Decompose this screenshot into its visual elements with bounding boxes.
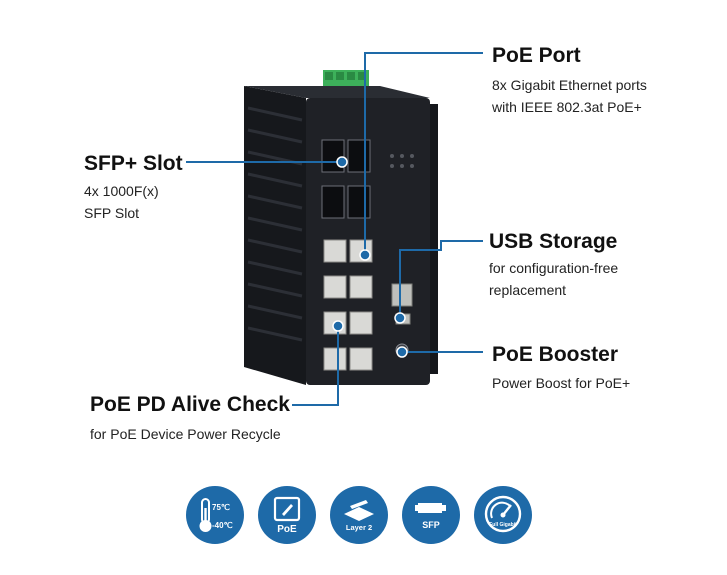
poe-port-desc-line-2: with IEEE 802.3at PoE+ [492, 99, 642, 115]
gauge-icon: Full Gigabit [484, 495, 522, 533]
temp-high-label: 75℃ [212, 503, 230, 512]
temperature-badge: 75℃ -40℃ [186, 486, 244, 544]
gigabit-badge: Full Gigabit [474, 486, 532, 544]
usb-storage-title: USB Storage [489, 230, 618, 253]
layer2-icon: Layer 2 [344, 500, 374, 532]
poe-icon: PoE [273, 496, 301, 535]
sfp-slots [321, 139, 371, 219]
gigabit-badge-label: Full Gigabit [489, 522, 517, 528]
poe-badge-label: PoE [277, 524, 297, 535]
usb-port [395, 313, 411, 325]
sfp-slot-title: SFP+ Slot [84, 152, 183, 175]
console-port [391, 283, 413, 307]
usb-storage-desc-line-2: replacement [489, 282, 567, 298]
sfp-badge: SFP [402, 486, 460, 544]
sfp-icon: SFP [415, 503, 446, 530]
temp-low-label: -40℃ [212, 521, 233, 530]
poe-booster-desc-line-1: Power Boost for PoE+ [492, 375, 631, 391]
poe-pd-alive-desc-line-1: for PoE Device Power Recycle [90, 426, 281, 442]
poe-port-desc-line-1: 8x Gigabit Ethernet ports [492, 77, 647, 93]
layer2-badge: Layer 2 [330, 486, 388, 544]
switch-top [244, 86, 430, 98]
switch-side-panel [244, 86, 306, 385]
layer2-badge-label: Layer 2 [346, 523, 372, 532]
rj45-ports [323, 239, 373, 371]
switch-front-panel [306, 98, 430, 385]
sfp-badge-label: SFP [422, 520, 440, 530]
power-terminal-block [323, 70, 369, 92]
poe-badge: PoE [258, 486, 316, 544]
usb-storage-desc-line-1: for configuration-free [489, 260, 619, 276]
thermometer-icon: 75℃ -40℃ [199, 498, 233, 532]
poe-booster-title: PoE Booster [492, 343, 619, 366]
booster-button [395, 343, 409, 357]
poe-port-title: PoE Port [492, 44, 581, 67]
sfp-slot-desc-line-1: 4x 1000F(x) [84, 183, 159, 199]
status-leds [390, 154, 414, 168]
leader-lines [186, 52, 483, 406]
sfp-slot-desc-line-2: SFP Slot [84, 205, 139, 221]
poe-pd-alive-title: PoE PD Alive Check [90, 393, 290, 416]
